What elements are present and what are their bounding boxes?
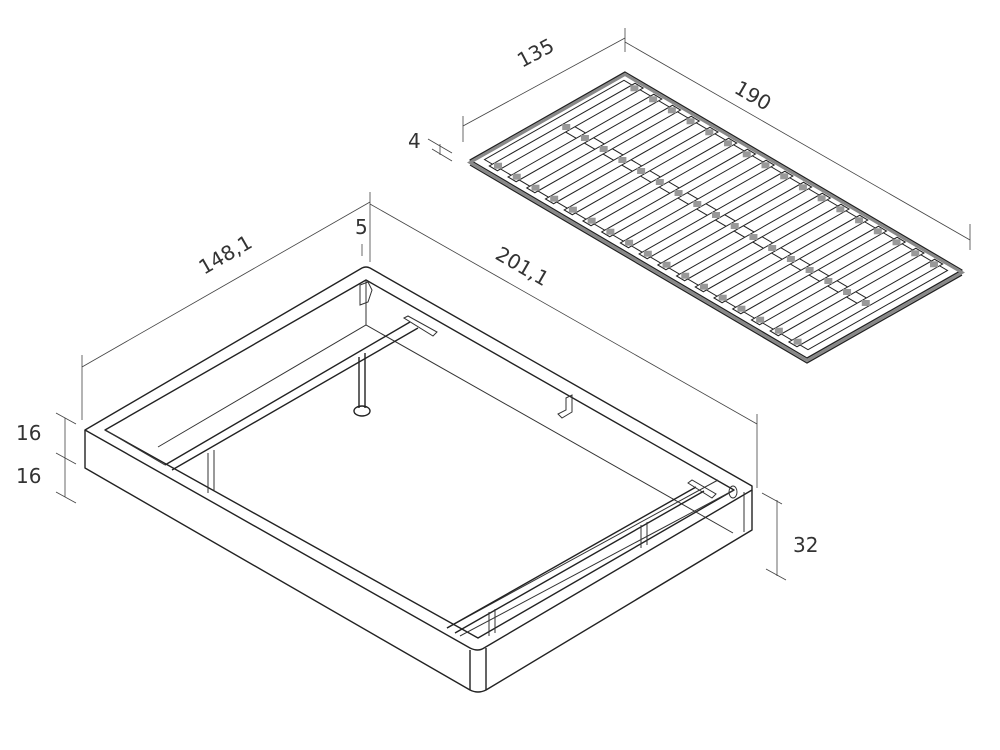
bar-bracket — [687, 479, 717, 499]
label-frame-rim: 5 — [355, 215, 368, 239]
support-leg — [488, 609, 496, 636]
frame-dimension-lines — [55, 192, 787, 581]
slat-holder — [718, 294, 727, 301]
slat-holder — [681, 272, 690, 279]
dim-line-190 — [624, 41, 971, 241]
slat-holder — [625, 239, 634, 246]
support-leg — [640, 522, 648, 548]
slat-holder — [674, 190, 683, 196]
support-leg — [207, 450, 215, 493]
slat-frame-bottom-edge — [469, 164, 963, 364]
dim-line-201 — [369, 203, 758, 425]
label-height-upper: 16 — [16, 421, 41, 445]
slat-holder — [712, 212, 720, 218]
center-leg-foot — [353, 405, 371, 417]
slat-holder — [724, 140, 733, 147]
slat-holder — [892, 239, 901, 246]
slat-holder — [861, 300, 870, 306]
ledge-front — [446, 479, 719, 629]
slat-frame-rim — [467, 72, 965, 363]
slat-holder — [798, 184, 807, 191]
slat-holder — [550, 195, 559, 202]
ledge-front — [459, 489, 735, 637]
slat-holder — [494, 162, 503, 169]
slat-holder — [742, 151, 751, 158]
slat-holder — [756, 316, 765, 323]
slat-holder — [730, 223, 739, 229]
bar-bracket — [402, 315, 438, 337]
corner-bracket — [359, 281, 373, 306]
ledge-left — [104, 429, 166, 466]
slat-holder — [649, 96, 658, 103]
dim-tick — [55, 412, 77, 425]
slat-holder — [780, 173, 789, 180]
slatted-base — [467, 71, 965, 364]
slat-holder — [630, 85, 639, 92]
slat-holder — [655, 179, 664, 185]
frame-top-inner — [104, 279, 735, 639]
slat-holder — [686, 118, 695, 125]
slat-holder — [873, 228, 882, 235]
slat-holder — [667, 107, 676, 114]
slat-holder — [562, 124, 571, 130]
dim-tick — [765, 568, 787, 581]
slat-holder — [580, 135, 589, 141]
slat-holder — [662, 261, 671, 268]
slat-holder — [911, 250, 920, 257]
slat-holder — [699, 283, 708, 290]
corner-cap — [728, 485, 738, 499]
label-frame-width: 148,1 — [195, 230, 257, 279]
slat-holder — [693, 201, 702, 207]
slat-holder — [768, 245, 777, 251]
frame-side-outer — [84, 430, 753, 693]
frame-top-outer — [84, 266, 753, 651]
dim-line-135 — [462, 37, 626, 127]
slat-holder — [637, 168, 646, 174]
slat-holder — [643, 250, 652, 257]
slat-holder — [599, 146, 608, 152]
cross-bar-front — [446, 486, 705, 634]
dim-line-148 — [81, 201, 371, 368]
label-frame-length: 201,1 — [492, 242, 554, 291]
cross-bar-back — [164, 321, 419, 471]
dim-tick — [55, 452, 77, 465]
slat-holder — [836, 206, 845, 213]
slat-holder — [843, 289, 852, 295]
slat-holder — [749, 234, 758, 240]
label-slat-thickness: 4 — [408, 129, 421, 153]
slat-frame-outer — [469, 71, 963, 359]
slat-holder — [737, 305, 746, 312]
label-slat-length: 190 — [731, 76, 776, 116]
slat-holder — [786, 256, 795, 262]
slat-holder — [512, 173, 521, 180]
slat-holder — [805, 267, 814, 273]
side-bracket — [557, 394, 573, 419]
slat-holder — [774, 327, 783, 334]
slat-holder — [793, 338, 802, 345]
slat-holder — [705, 129, 714, 136]
slat-holder — [587, 217, 596, 224]
slat-holder — [568, 206, 577, 213]
dim-tick — [761, 492, 783, 505]
center-leg — [358, 353, 366, 408]
dim-tick — [55, 491, 77, 504]
slat-holder — [618, 157, 627, 163]
label-total-height: 32 — [793, 533, 818, 557]
slat-holder — [606, 228, 615, 235]
dim-tick — [431, 148, 453, 162]
slat-holder — [855, 217, 864, 224]
slat-dimension-lines — [427, 28, 971, 250]
slat-holder — [817, 195, 826, 202]
label-height-lower: 16 — [16, 464, 41, 488]
bed-frame — [84, 266, 753, 693]
slat-holder — [929, 261, 938, 268]
slat-holder — [761, 162, 770, 169]
slat-holder — [531, 184, 540, 191]
label-slat-width: 135 — [513, 33, 558, 72]
slat-holder — [824, 278, 833, 284]
